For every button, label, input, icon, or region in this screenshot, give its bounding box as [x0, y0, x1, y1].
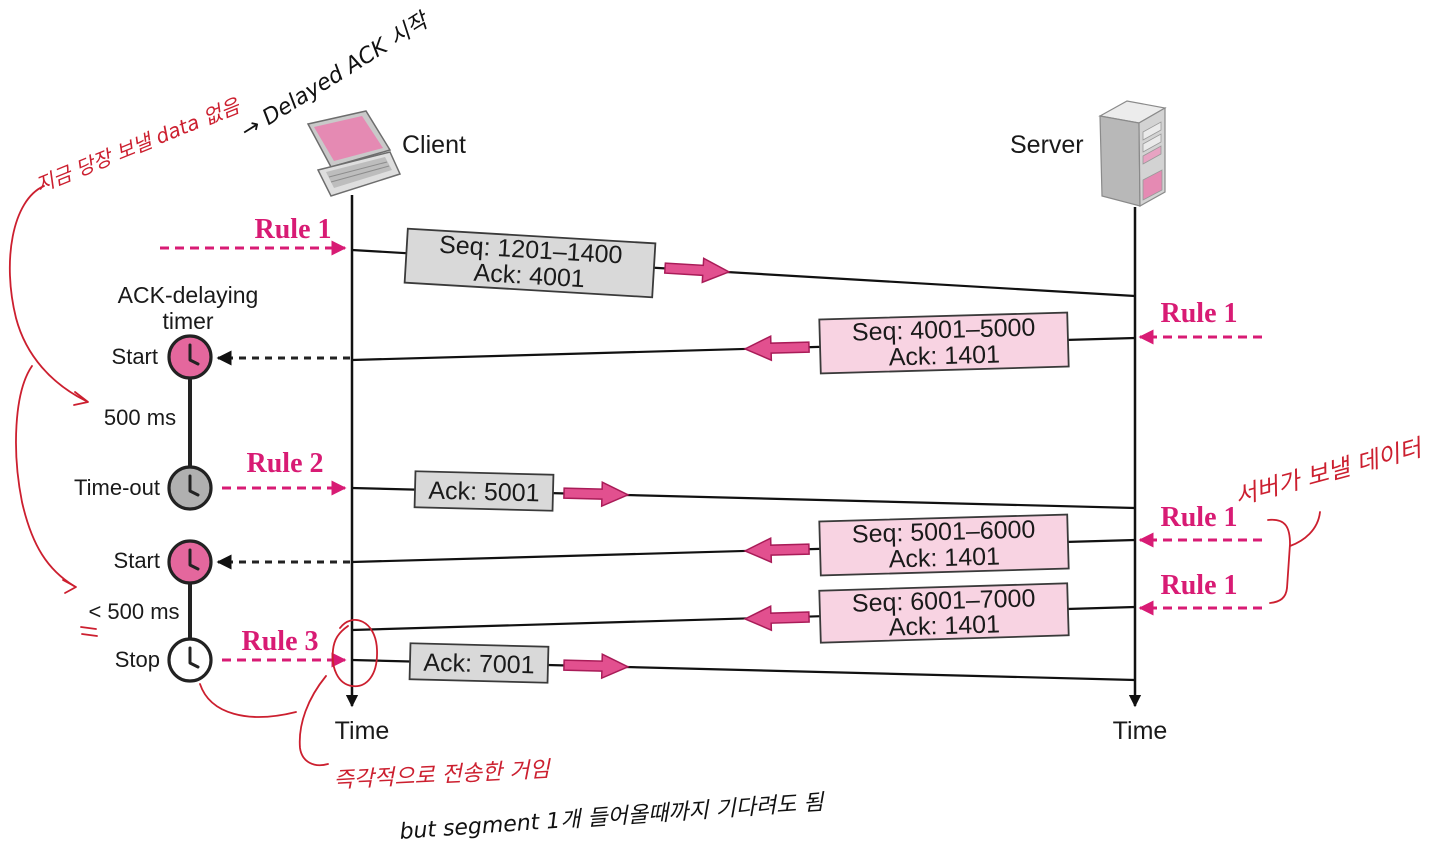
timer-timeout-label: Time-out — [74, 475, 160, 500]
annotation-curve-2 — [15, 365, 75, 587]
annotation-curve-2-arrowhead — [62, 579, 77, 594]
server-label: Server — [1010, 131, 1084, 159]
timer-start-clock-icon-2 — [167, 539, 213, 585]
segment-3: Ack: 5001 — [413, 470, 555, 512]
server-time-label: Time — [1113, 717, 1168, 745]
client-label: Client — [402, 131, 466, 159]
annotation-circle — [331, 619, 378, 687]
annotation-less-equal-mark — [80, 626, 98, 637]
timer-interval-1: 500 ms — [104, 405, 176, 430]
segment-6: Ack: 7001 — [408, 642, 550, 684]
client-rule-2: Rule 2 — [247, 448, 324, 479]
server-rule-1a: Rule 1 — [1161, 298, 1238, 329]
timer-timeout-clock-icon — [167, 465, 213, 511]
segment-1-ack: Ack: 4001 — [473, 259, 586, 294]
segment-5-seq: Seq: 6001–7000 — [852, 584, 1036, 617]
arrow-left-icon — [743, 604, 810, 632]
server-rule-1c: Rule 1 — [1161, 570, 1238, 601]
annotation-curve-1 — [8, 185, 87, 402]
annotation-brace-stem — [1289, 511, 1321, 547]
arrow-left-icon — [743, 334, 810, 362]
annotation-brace — [1267, 518, 1291, 604]
annotation-curve-3 — [199, 683, 297, 718]
timer-stop-label: Stop — [115, 647, 160, 672]
segment-2: Seq: 4001–5000 Ack: 1401 — [818, 311, 1070, 375]
client-rule-3: Rule 3 — [242, 626, 319, 657]
client-rule-1: Rule 1 — [255, 214, 332, 245]
annotation-curve-4 — [298, 675, 329, 767]
segment-1: Seq: 1201–1400 Ack: 4001 — [403, 227, 657, 299]
timer-stop-clock-icon — [167, 637, 213, 683]
client-time-label: Time — [335, 717, 390, 745]
segment-5-ack: Ack: 1401 — [888, 610, 1000, 641]
arrow-right-icon — [663, 257, 731, 284]
segment-4-ack: Ack: 1401 — [888, 542, 1000, 573]
annotation-sent-immediately: 즉각적으로 전송한 거임 — [333, 757, 552, 793]
server-rule-1b: Rule 1 — [1161, 502, 1238, 533]
timer-title-line1: ACK-delaying — [118, 282, 259, 308]
annotation-could-wait: but segment 1개 들어올때까지 기다려도 됨 — [399, 790, 826, 845]
timer-start-clock-icon — [167, 334, 213, 380]
segment-2-ack: Ack: 1401 — [888, 340, 1000, 371]
segment-6-ack: Ack: 7001 — [423, 649, 535, 680]
segment-4-seq: Seq: 5001–6000 — [852, 515, 1036, 548]
annotation-curve-1-arrowhead — [73, 391, 89, 406]
segment-4: Seq: 5001–6000 Ack: 1401 — [818, 513, 1070, 577]
segment-5: Seq: 6001–7000 Ack: 1401 — [818, 582, 1070, 644]
timer-start-label: Start — [112, 344, 158, 369]
server-tower-icon — [1098, 100, 1167, 208]
annotation-server-data: 서버가 보낼 데이터 — [1232, 433, 1427, 510]
timer-start-label-2: Start — [114, 548, 160, 573]
timer-interval-2: < 500 ms — [88, 599, 179, 624]
arrow-right-icon — [563, 480, 630, 508]
segment-2-seq: Seq: 4001–5000 — [852, 313, 1036, 346]
arrow-right-icon — [563, 652, 630, 680]
timer-title-line2: timer — [162, 308, 213, 334]
laptop-icon — [306, 110, 402, 197]
annotation-no-data-now: 지금 당장 보낼 data 없음 — [32, 93, 244, 197]
arrow-left-icon — [743, 536, 810, 564]
segment-3-ack: Ack: 5001 — [428, 477, 540, 508]
